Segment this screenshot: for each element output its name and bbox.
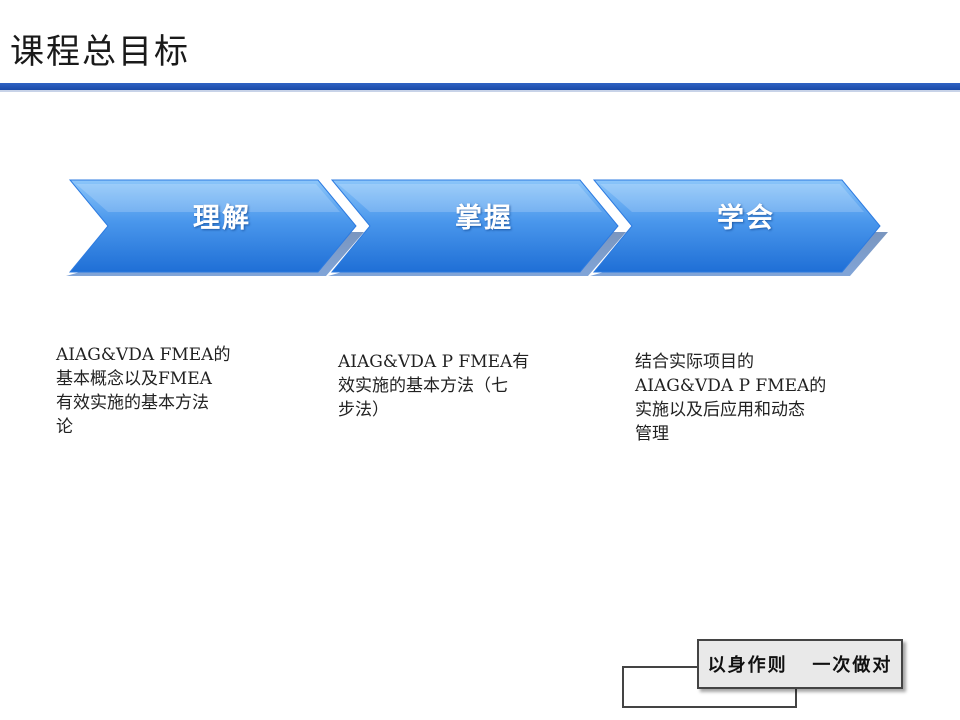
chevron-step-3 (590, 179, 888, 276)
motto-box: 以身作则 一次做对 (697, 639, 903, 689)
chevron-step-2 (328, 179, 626, 276)
title-underline-shadow (0, 90, 960, 92)
step-label-master: 掌握 (455, 203, 513, 234)
step-description-understand: AIAG&VDA FMEA的 基本概念以及FMEA 有效实施的基本方法 论 (56, 345, 231, 437)
step-label-learn: 学会 (717, 203, 775, 234)
step-label-understand: 理解 (193, 203, 251, 234)
step-description-master: AIAG&VDA P FMEA有 效实施的基本方法（七 步法） (338, 352, 530, 420)
page-title: 课程总目标 (10, 32, 190, 72)
step-description-learn: 结合实际项目的 AIAG&VDA P FMEA的 实施以及后应用和动态 管理 (635, 352, 827, 444)
title-underline-bar (0, 83, 960, 90)
chevron-step-1 (66, 179, 364, 276)
